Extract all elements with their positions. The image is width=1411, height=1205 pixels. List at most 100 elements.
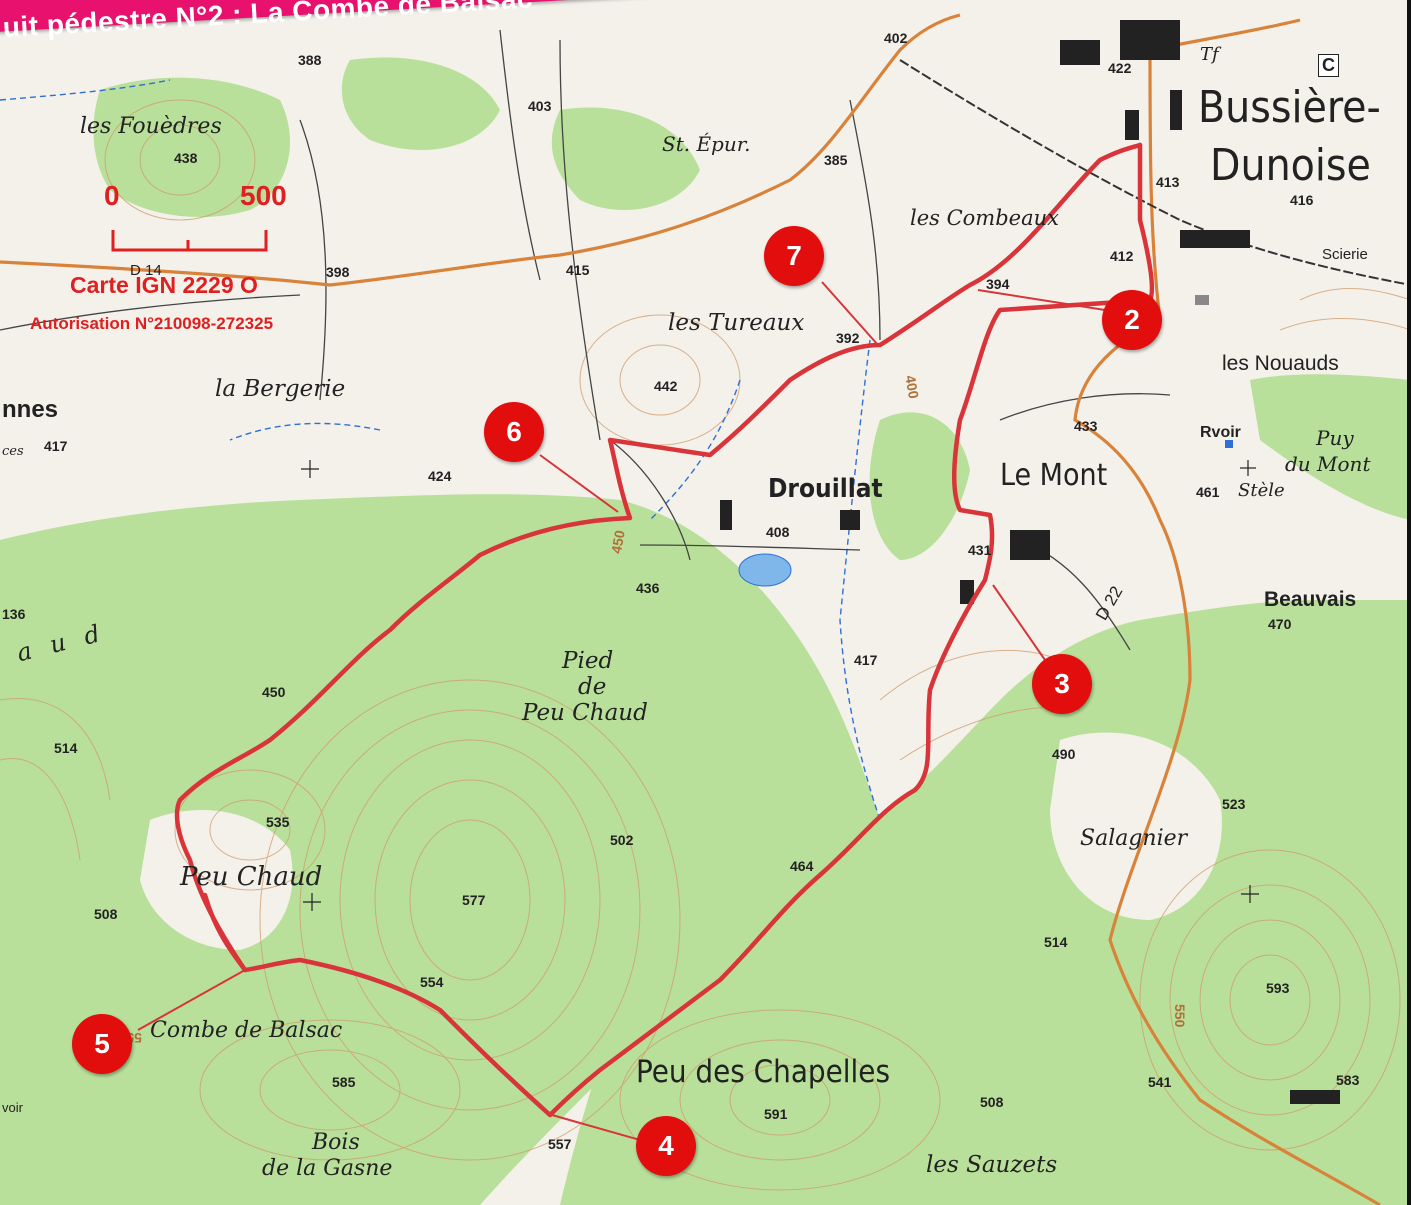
- forest-patch-st-epur: [551, 107, 700, 210]
- place-le-mont: Le Mont: [1000, 458, 1108, 493]
- route-marker-6[interactable]: 6: [484, 402, 544, 462]
- spot-height: 416: [1290, 192, 1314, 208]
- authorization-label: Autorisation N°210098-272325: [30, 314, 274, 333]
- cross-icon: [301, 460, 1259, 911]
- place-les-nouauds: les Nouauds: [1222, 352, 1339, 375]
- place-peu-des-chapelles: Peu des Chapelles: [636, 1054, 890, 1090]
- place-reservoir: Rvoir: [1200, 424, 1241, 441]
- place-nnes: nnes: [2, 396, 59, 423]
- place-voir-left: voir: [2, 1100, 23, 1115]
- spot-height: 408: [766, 524, 790, 540]
- spot-height: 433: [1074, 418, 1098, 434]
- spot-height: 436: [636, 580, 660, 596]
- spot-height: 464: [790, 858, 814, 874]
- spot-height: 490: [1052, 746, 1076, 762]
- clearings: [140, 597, 1222, 950]
- forest-peu-chaud: [0, 494, 880, 1205]
- place-les-fouedres: les Fouèdres: [80, 114, 222, 139]
- streams: [0, 79, 881, 821]
- spot-height: 438: [174, 150, 198, 166]
- place-de-la-gasne: de la Gasne: [262, 1156, 393, 1181]
- road-d14: [0, 13, 961, 287]
- place-la-bergerie: la Bergerie: [215, 376, 346, 402]
- route-north-loop: [174, 142, 1143, 973]
- forest-west-edge: [0, 590, 71, 840]
- spot-height: 394: [986, 276, 1010, 292]
- scierie-building: [1195, 295, 1209, 305]
- forest-areas: [0, 57, 1407, 1205]
- place-ces: ces: [2, 444, 24, 459]
- contour-label: 550: [1172, 1004, 1188, 1028]
- place-peu-chaud-lieu: Peu Chaud: [522, 700, 648, 726]
- label-c: C: [1318, 54, 1339, 77]
- spot-height: 424: [428, 468, 452, 484]
- place-combe-de-balsac: Combe de Balsac: [150, 1018, 343, 1043]
- spot-height: 502: [610, 832, 634, 848]
- spot-height: 514: [1044, 934, 1068, 950]
- route-marker-3[interactable]: 3: [1032, 654, 1092, 714]
- spot-height: 417: [854, 652, 878, 668]
- spot-height: 508: [980, 1094, 1004, 1110]
- route-south-loop: [202, 142, 1155, 1118]
- spot-height: 422: [1108, 60, 1132, 76]
- clearing-salagnier: [1050, 732, 1222, 920]
- spot-height: 385: [824, 152, 848, 168]
- hiking-route: [174, 142, 1155, 1118]
- spot-height: 535: [266, 814, 290, 830]
- scale-left-label: 0: [104, 180, 120, 211]
- route-marker-5[interactable]: 5: [72, 1014, 132, 1074]
- stele-cross-icon: [1240, 460, 1256, 476]
- place-les-tureaux: les Tureaux: [668, 310, 805, 336]
- place-les-combeaux: les Combeaux: [910, 206, 1059, 230]
- scale-bar: [111, 230, 268, 252]
- road-label-d14: D 14: [130, 262, 162, 279]
- route-marker-2[interactable]: 2: [1102, 290, 1162, 350]
- spot-height: 398: [326, 264, 350, 280]
- place-beauvais: Beauvais: [1264, 588, 1357, 611]
- spot-height: 413: [1156, 174, 1180, 190]
- spot-height: 403: [528, 98, 552, 114]
- spot-height: 388: [298, 52, 322, 68]
- reservoir-icon: [1225, 440, 1233, 448]
- place-bois: Bois: [312, 1130, 360, 1155]
- clearing-le-mont: [943, 597, 1040, 694]
- place-stele: Stèle: [1238, 480, 1285, 501]
- forest-puy-du-mont: [1250, 374, 1407, 520]
- place-de: de: [578, 674, 607, 700]
- spot-height: 585: [332, 1074, 356, 1090]
- place-scierie: Scierie: [1322, 246, 1368, 263]
- forest-les-fouedres: [93, 77, 290, 218]
- forest-patch-north: [341, 57, 500, 150]
- place-puy: Puy: [1316, 426, 1354, 450]
- forest-patch-east: [869, 412, 970, 560]
- spot-height: 593: [1266, 980, 1290, 996]
- spot-height: 470: [1268, 616, 1292, 632]
- spot-height: 417: [44, 438, 68, 454]
- spot-height: 461: [1196, 484, 1220, 500]
- spot-height: 557: [548, 1136, 572, 1152]
- spot-height: 554: [420, 974, 444, 990]
- place-pied: Pied: [562, 648, 614, 674]
- place-st-epur: St. Épur.: [662, 132, 751, 156]
- map-source-label: Carte IGN 2229 O: [70, 272, 258, 298]
- route-marker-7[interactable]: 7: [764, 226, 824, 286]
- route-marker-4[interactable]: 4: [636, 1116, 696, 1176]
- spot-height: 583: [1336, 1072, 1360, 1088]
- spot-height: 523: [1222, 796, 1246, 812]
- spot-height: 577: [462, 892, 486, 908]
- railway: [899, 59, 1407, 286]
- spot-height: 514: [54, 740, 78, 756]
- pond: [738, 553, 792, 587]
- clearing-peu-chaud: [140, 810, 293, 950]
- contour-lines: [0, 99, 1407, 1191]
- spot-height: 442: [654, 378, 678, 394]
- spot-height: 508: [94, 906, 118, 922]
- spot-height: 412: [1110, 248, 1134, 264]
- place-du-mont: du Mont: [1285, 452, 1371, 476]
- place-dunoise: Dunoise: [1210, 140, 1371, 191]
- marker-leaders: [137, 281, 1106, 1141]
- spot-height: 392: [836, 330, 860, 346]
- spot-height: 591: [764, 1106, 788, 1122]
